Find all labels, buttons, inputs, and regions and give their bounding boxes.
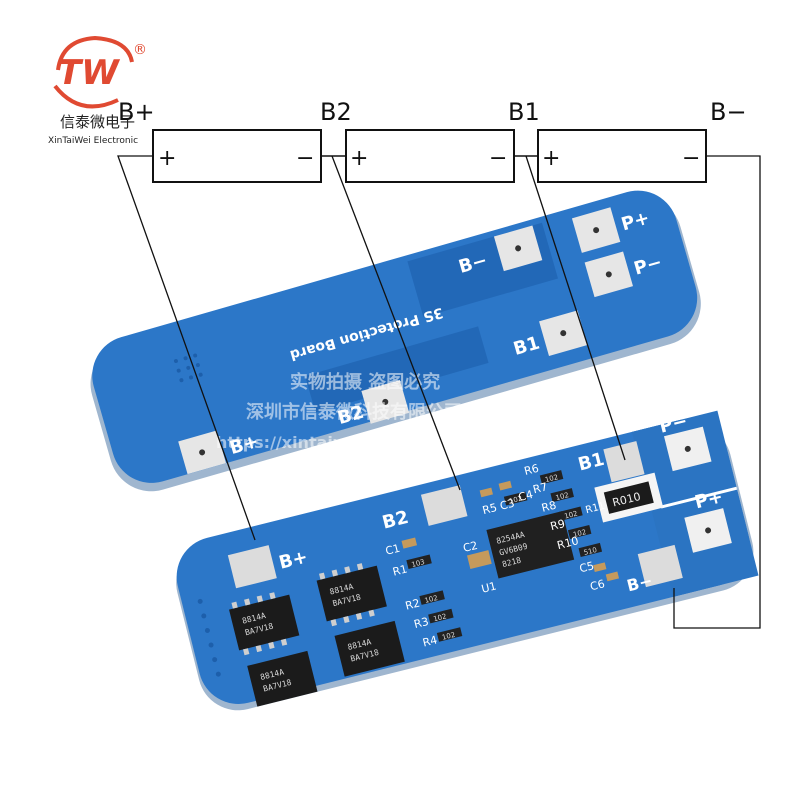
svg-text:C2: C2	[462, 539, 479, 555]
mosfet-4: 8814A BA7V18	[334, 620, 405, 677]
wiring	[117, 155, 761, 629]
svg-text:R5: R5	[481, 501, 498, 517]
svg-text:103: 103	[411, 558, 426, 569]
svg-text:R11: R11	[584, 501, 606, 516]
svg-text:R10: R10	[556, 534, 580, 552]
svg-text:102: 102	[433, 612, 448, 623]
svg-text:102: 102	[564, 510, 579, 521]
node-label-b2: B2	[320, 98, 352, 126]
cell-1-minus: −	[296, 146, 314, 171]
battery-cell-1: + −	[152, 129, 322, 183]
wire-b2	[331, 155, 461, 491]
logo-name-en: XinTaiWei Electronic	[48, 136, 138, 146]
battery-cell-2: + −	[345, 129, 515, 183]
node-label-bminus: B−	[710, 98, 747, 126]
logo-mark: TW ®	[53, 35, 147, 109]
svg-text:102: 102	[424, 594, 439, 605]
svg-text:R2: R2	[404, 596, 421, 612]
mosfet-1: 8814A BA7V18	[229, 594, 300, 651]
logo-name-cn: 信泰微电子	[60, 113, 135, 131]
svg-text:R8: R8	[540, 499, 557, 515]
brand-logo: TW ® 信泰微电子 XinTaiWei Electronic	[48, 35, 147, 146]
svg-text:102: 102	[572, 528, 587, 539]
protection-ic-u1: 8254AA GV6B09 8218 U1	[480, 511, 575, 596]
shunt-resistor: R010 R11	[584, 472, 664, 523]
svg-text:R6: R6	[523, 462, 540, 478]
logo-letters: TW	[58, 53, 120, 93]
wire-bminus	[673, 155, 761, 629]
svg-text:R7: R7	[532, 480, 549, 496]
svg-text:R3: R3	[413, 615, 430, 631]
svg-text:R9: R9	[549, 517, 566, 533]
svg-text:102: 102	[544, 473, 559, 484]
reference-designators: C1 R1 R2 R3 R4 C2 R5 C3 C4 R6 R7 R8 R9 R…	[384, 462, 606, 650]
svg-text:R1: R1	[391, 563, 408, 579]
front-pad-bminus: B−	[625, 544, 683, 595]
cell-3-plus: +	[542, 146, 560, 171]
watermark-line-2: 深圳市信泰微科技有限公司	[246, 401, 462, 423]
svg-text:102: 102	[555, 491, 570, 502]
svg-text:U1: U1	[480, 579, 498, 595]
svg-text:R4: R4	[421, 633, 438, 649]
watermark: 实物拍摄 盗图必究 深圳市信泰微科技有限公司 https://xintaiwei…	[216, 371, 476, 452]
svg-text:C1: C1	[384, 542, 401, 558]
board-front: B+ B2 B1 P− P+ B− 8814A BA7V18	[176, 410, 759, 711]
svg-text:C5: C5	[578, 559, 595, 575]
cell-2-plus: +	[350, 146, 368, 171]
battery-cell-3: + −	[537, 129, 707, 183]
battery-pack: B+ B2 B1 B− + − + − + −	[118, 98, 747, 183]
mosfet-2: 8814A BA7V18	[316, 565, 387, 622]
front-pad-pminus: P−	[657, 410, 712, 472]
registered-mark: ®	[133, 42, 147, 58]
svg-text:C4: C4	[517, 488, 534, 504]
node-label-b1: B1	[508, 98, 540, 126]
cell-3-minus: −	[682, 146, 700, 171]
front-pad-b1: B1	[576, 441, 645, 483]
wire-b1	[525, 155, 626, 461]
cell-2-minus: −	[489, 146, 507, 171]
watermark-line-3: https://xintaiwei.taobao.com	[216, 433, 476, 452]
wire-bplus	[117, 155, 256, 541]
board-back: 3S Protection Board B− P+ P− B1 B2 B+	[90, 190, 701, 492]
svg-text:C3: C3	[499, 497, 516, 513]
cell-1-plus: +	[158, 146, 176, 171]
watermark-line-1: 实物拍摄 盗图必究	[290, 371, 440, 393]
resistor-array: 103 102 102 102 102 102 102 102 102 510	[406, 470, 603, 642]
svg-text:102: 102	[508, 495, 523, 506]
svg-text:102: 102	[441, 631, 456, 642]
svg-text:C6: C6	[589, 577, 606, 593]
node-label-bplus: B+	[118, 98, 155, 126]
mosfet-3: 8814A BA7V18	[247, 650, 318, 707]
svg-text:510: 510	[583, 546, 598, 557]
